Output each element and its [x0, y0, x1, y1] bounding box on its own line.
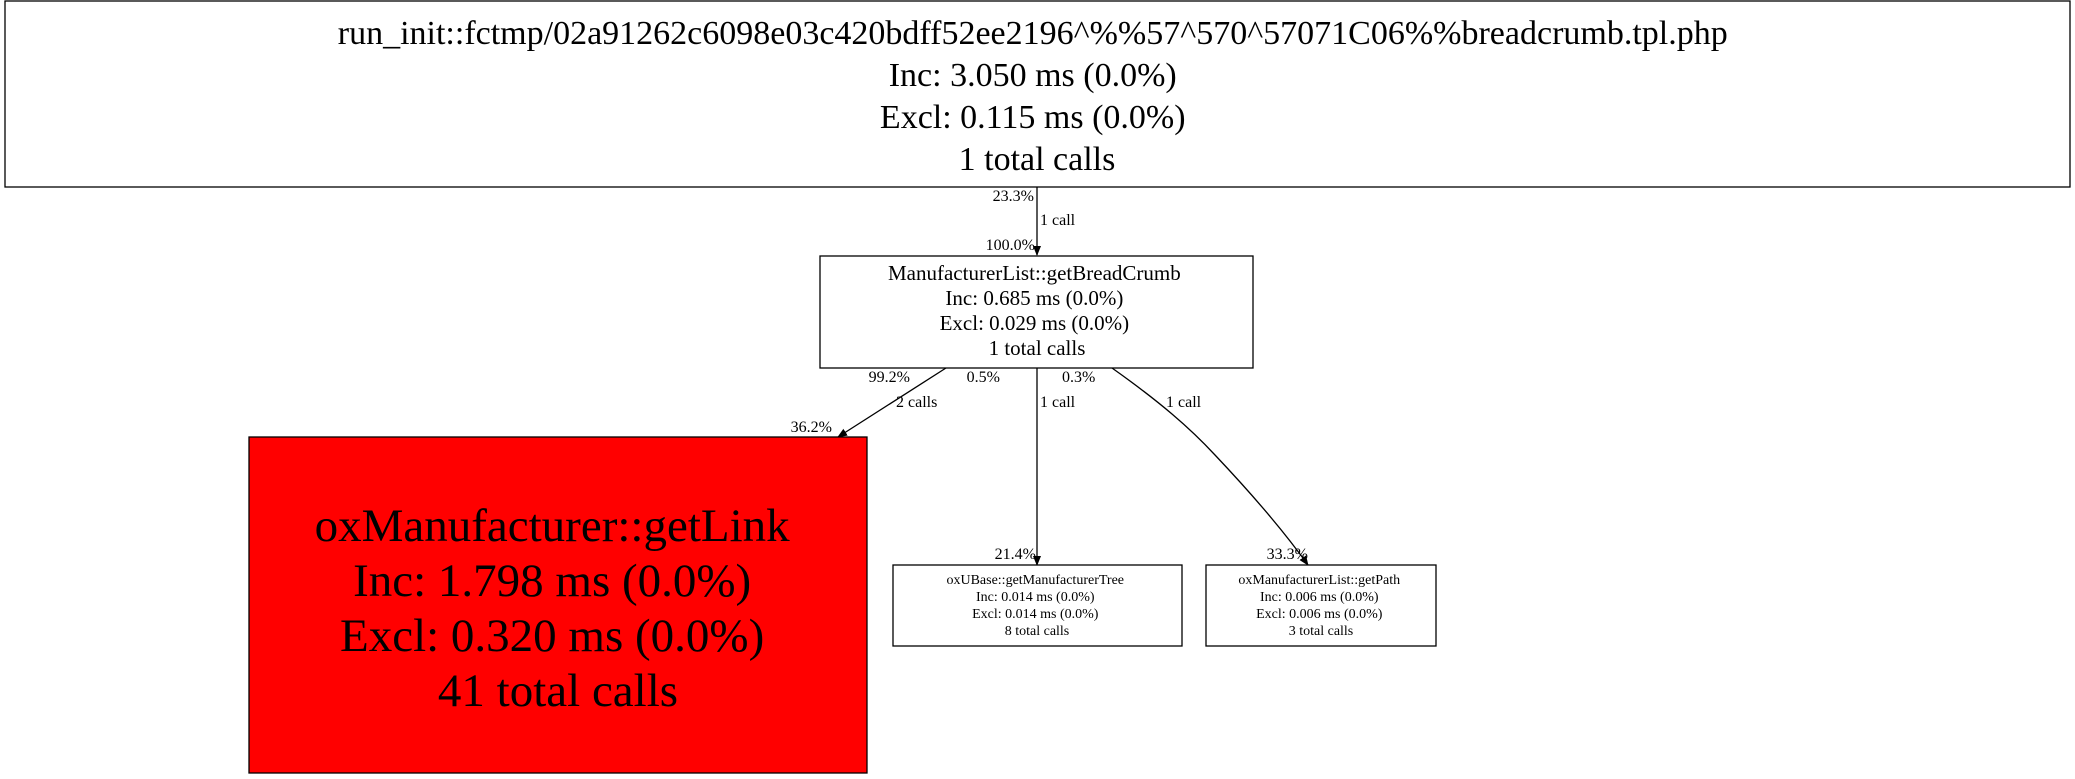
- svg-text:oxManufacturerList::getPath: oxManufacturerList::getPath Inc: 0.006 m…: [1238, 573, 1403, 639]
- edge-calls: 1 call: [1040, 394, 1076, 411]
- node-calls: 3 total calls: [1289, 624, 1354, 639]
- edge-calls: 1 call: [1166, 394, 1202, 411]
- node-name: run_init::fctmp/02a91262c6098e03c420bdff…: [338, 15, 1728, 52]
- node-excl: Excl: 0.320 ms (0.0%): [340, 610, 764, 662]
- node-name: oxManufacturer::getLink: [315, 500, 791, 552]
- node-excl: Excl: 0.115 ms (0.0%): [880, 99, 1186, 136]
- edge-tail-pct: 0.3%: [1062, 369, 1095, 386]
- edge-head-pct: 100.0%: [986, 237, 1035, 254]
- svg-text:ManufacturerList::getBreadCrum: ManufacturerList::getBreadCrumb Inc: 0.6…: [888, 261, 1186, 360]
- node-inc: Inc: 0.006 ms (0.0%): [1260, 590, 1379, 605]
- edge-tail-pct: 99.2%: [869, 369, 910, 386]
- node-name: oxUBase::getManufacturerTree: [946, 573, 1124, 588]
- node-calls: 41 total calls: [438, 665, 678, 717]
- edge-calls: 2 calls: [896, 394, 937, 411]
- edge-line: [837, 367, 947, 438]
- node-calls: 8 total calls: [1005, 624, 1070, 639]
- node-getlink[interactable]: oxManufacturer::getLink Inc: 1.798 ms (0…: [248, 436, 868, 774]
- node-get-path[interactable]: oxManufacturerList::getPath Inc: 0.006 m…: [1205, 564, 1437, 647]
- edge-line: [1111, 367, 1309, 566]
- node-name: oxManufacturerList::getPath: [1238, 573, 1400, 588]
- node-breadcrumb[interactable]: ManufacturerList::getBreadCrumb Inc: 0.6…: [819, 255, 1254, 369]
- node-inc: Inc: 1.798 ms (0.0%): [353, 555, 751, 607]
- edge-root-breadcrumb: 23.3% 1 call 100.0%: [986, 187, 1076, 256]
- edge-head-pct: 33.3%: [1267, 546, 1308, 563]
- edge-breadcrumb-path: 0.3% 1 call 33.3%: [1062, 367, 1309, 566]
- node-inc: Inc: 0.685 ms (0.0%): [945, 286, 1123, 310]
- node-excl: Excl: 0.014 ms (0.0%): [972, 607, 1099, 622]
- node-inc: Inc: 0.014 ms (0.0%): [976, 590, 1095, 605]
- edge-tail-pct: 0.5%: [967, 369, 1000, 386]
- edge-breadcrumb-tree: 0.5% 1 call 21.4%: [967, 368, 1076, 566]
- node-calls: 1 total calls: [989, 336, 1086, 360]
- svg-text:oxUBase::getManufacturerTree: oxUBase::getManufacturerTree Inc: 0.014 …: [946, 573, 1127, 639]
- edge-tail-pct: 23.3%: [993, 188, 1034, 205]
- node-excl: Excl: 0.029 ms (0.0%): [940, 311, 1130, 335]
- node-calls: 1 total calls: [959, 141, 1116, 178]
- edge-calls: 1 call: [1040, 212, 1076, 229]
- svg-text:oxManufacturer::getLink: oxManufacturer::getLink Inc: 1.798 ms (0…: [315, 500, 802, 717]
- node-excl: Excl: 0.006 ms (0.0%): [1256, 607, 1383, 622]
- edge-head-pct: 36.2%: [791, 419, 832, 436]
- node-name: ManufacturerList::getBreadCrumb: [888, 261, 1181, 285]
- svg-text:run_init::fctmp/02a91262c6098e: run_init::fctmp/02a91262c6098e03c420bdff…: [338, 15, 1736, 178]
- edge-breadcrumb-getlink: 99.2% 2 calls 36.2%: [791, 367, 947, 438]
- edge-head-pct: 21.4%: [995, 546, 1036, 563]
- node-root[interactable]: run_init::fctmp/02a91262c6098e03c420bdff…: [4, 0, 2071, 188]
- node-inc: Inc: 3.050 ms (0.0%): [889, 57, 1177, 94]
- node-manufacturer-tree[interactable]: oxUBase::getManufacturerTree Inc: 0.014 …: [892, 564, 1183, 647]
